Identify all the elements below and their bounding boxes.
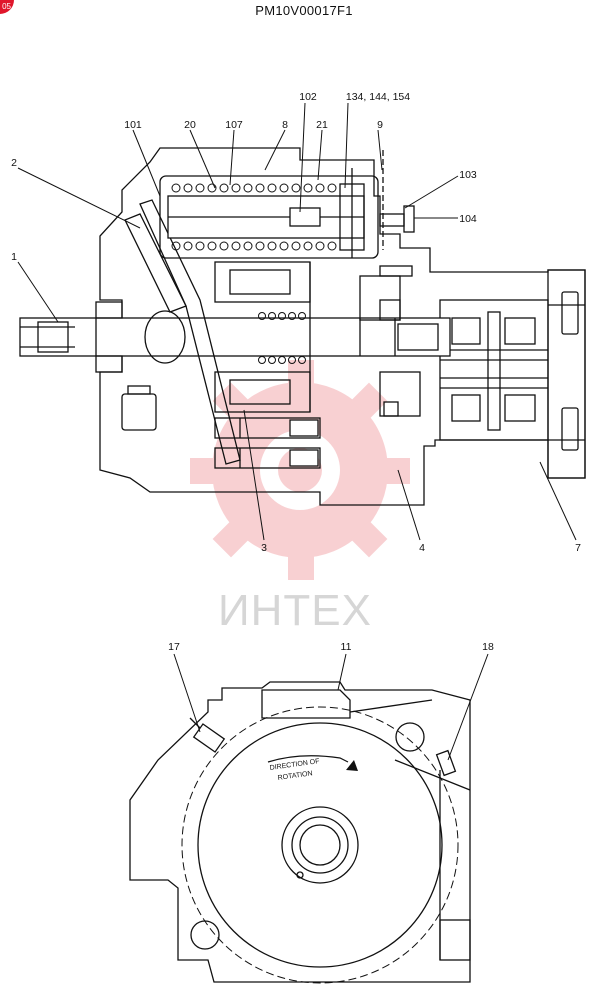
regulator-springs — [171, 183, 337, 364]
front-plug — [121, 393, 157, 431]
fitting-17 — [192, 723, 226, 753]
callout-21: 21 — [316, 119, 328, 131]
corner-badge-text: 05 — [2, 2, 11, 11]
callout-3: 3 — [261, 542, 267, 554]
callout-7: 7 — [575, 542, 581, 554]
shaft-center — [281, 806, 359, 884]
rotation-text: DIRECTION OF ROTATION — [269, 758, 320, 782]
port-block-7 — [547, 269, 586, 479]
fitting-18 — [435, 749, 457, 777]
callout-103: 103 — [459, 169, 477, 181]
mounting-flange — [129, 681, 471, 983]
corner-badge: 05 — [0, 0, 14, 14]
watermark-gear-logo — [190, 360, 410, 580]
leader-lines-lower — [173, 653, 489, 761]
rotation-arrow — [267, 755, 349, 763]
regulator-housing — [159, 175, 379, 259]
callout-11: 11 — [341, 641, 352, 653]
front-face — [197, 722, 443, 968]
callout-labels: 2 1 101 20 107 8 102 21 134, 144, 154 9 … — [11, 91, 581, 653]
callout-134-144-154: 134, 144, 154 — [346, 91, 410, 103]
leader-lines-upper — [17, 102, 577, 541]
callout-104: 104 — [459, 213, 477, 225]
callout-102: 102 — [299, 91, 317, 103]
drive-shaft — [19, 317, 451, 357]
watermark-text: ИНТЕХ — [218, 586, 372, 635]
cylinder-block — [214, 261, 311, 303]
callout-1: 1 — [11, 251, 17, 263]
rotation-line-2: ROTATION — [277, 770, 313, 782]
callout-107: 107 — [225, 119, 243, 131]
callout-4: 4 — [419, 542, 425, 554]
gear-pump-block — [439, 299, 549, 441]
callout-8: 8 — [282, 119, 288, 131]
callout-2: 2 — [11, 157, 17, 169]
callout-101: 101 — [124, 119, 142, 131]
callout-20: 20 — [184, 119, 196, 131]
callout-17: 17 — [168, 641, 180, 653]
rotation-arrowhead — [346, 760, 358, 771]
sectional-view — [19, 147, 586, 506]
callout-18: 18 — [482, 641, 494, 653]
end-view — [129, 681, 471, 984]
callout-9: 9 — [377, 119, 383, 131]
document-title: PM10V00017F1 — [255, 3, 353, 18]
